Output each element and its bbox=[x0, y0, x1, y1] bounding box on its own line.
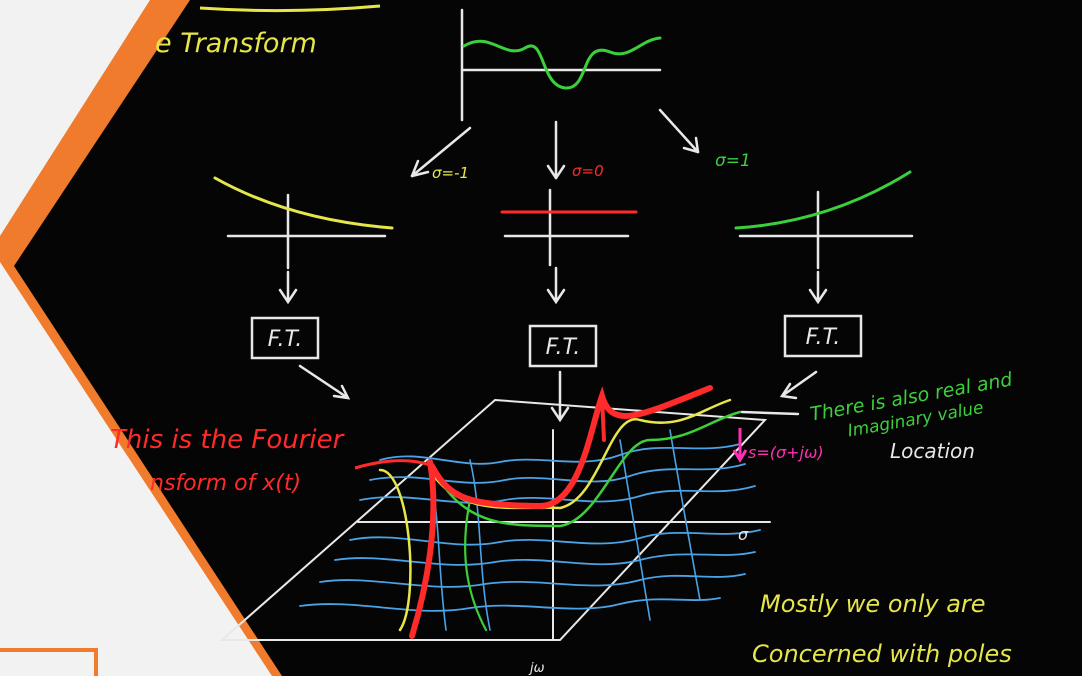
blackboard bbox=[14, 0, 1082, 676]
yellow-note-line2: Concerned with poles bbox=[752, 640, 1012, 668]
ft-label-middle: F.T. bbox=[546, 335, 581, 360]
pink-s-label: s=(σ+jω) bbox=[748, 443, 824, 462]
s-plane-surface bbox=[219, 385, 771, 641]
ft-box-left bbox=[250, 316, 320, 360]
location-label: Location bbox=[890, 439, 975, 463]
red-note-line2: nsform of x(t) bbox=[150, 471, 301, 496]
ft-label-right: F.T. bbox=[806, 325, 841, 350]
sigma-neg-label: σ=-1 bbox=[432, 164, 469, 182]
top-yellow-curve bbox=[199, 4, 381, 13]
red-pointer-arrow bbox=[354, 459, 431, 470]
pink-down-arrow bbox=[732, 428, 748, 463]
left-decay-graph bbox=[213, 176, 394, 305]
orange-outline-box bbox=[0, 648, 98, 676]
branch-arrows bbox=[410, 108, 700, 180]
sigma-pos-label: σ=1 bbox=[715, 151, 751, 171]
ft-box-right bbox=[783, 314, 863, 358]
yellow-note-line1: Mostly we only are bbox=[760, 590, 986, 618]
ft-arrows bbox=[298, 364, 818, 423]
middle-flat-graph bbox=[500, 188, 638, 305]
title-fragment: e Transform bbox=[155, 28, 317, 59]
red-note-line1: This is the Fourier bbox=[110, 425, 346, 455]
ft-label-left: F.T. bbox=[268, 327, 303, 352]
sigma-axis-label: σ bbox=[738, 525, 749, 544]
right-growth-graph bbox=[734, 170, 914, 305]
ft-box-middle bbox=[528, 324, 598, 368]
jw-axis-label: jω bbox=[528, 661, 545, 676]
sigma-zero-label: σ=0 bbox=[572, 162, 604, 180]
top-signal-graph bbox=[460, 8, 662, 122]
